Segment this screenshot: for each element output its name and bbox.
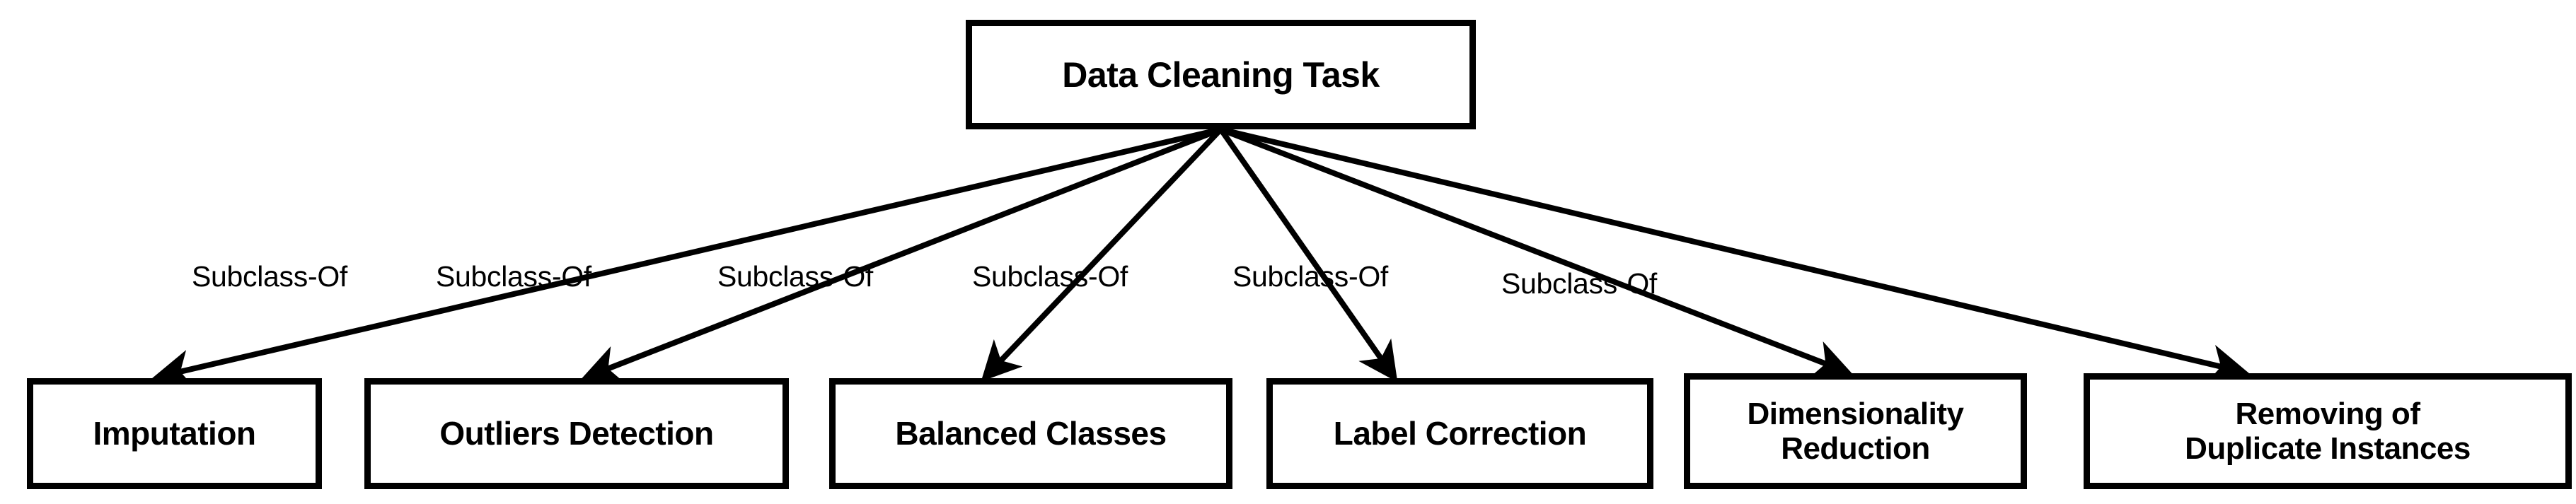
edge-label-label-correction: Subclass-Of: [972, 260, 1128, 293]
node-label-label-correction: Label Correction: [1333, 414, 1587, 452]
node-label-root: Data Cleaning Task: [1062, 54, 1380, 95]
node-label-outliers-detection: Outliers Detection: [439, 414, 714, 452]
node-label-correction[interactable]: Label Correction: [1266, 378, 1653, 489]
node-label-imputation: Imputation: [93, 414, 256, 452]
edge-data-cleaning-task-to-imputation: [151, 127, 1222, 389]
edge-data-cleaning-task-to-removing-duplicate-instances: [1220, 127, 2250, 384]
node-dimensionality-reduction[interactable]: Dimensionality Reduction: [1684, 373, 2027, 489]
node-label-balanced-classes: Balanced Classes: [895, 414, 1167, 452]
edge-data-cleaning-task-to-dimensionality-reduction: [1220, 127, 1853, 379]
edge-label-removing-duplicate-instances: Subclass-Of: [1501, 267, 1657, 300]
edge-label-outliers-detection: Subclass-Of: [436, 260, 591, 293]
node-label-dimensionality-reduction: Dimensionality Reduction: [1747, 396, 1964, 466]
edge-data-cleaning-task-to-balanced-classes: [981, 127, 1223, 382]
node-outliers-detection[interactable]: Outliers Detection: [364, 378, 789, 489]
node-label-removing-duplicate-instances: Removing of Duplicate Instances: [2185, 396, 2471, 466]
edge-lines: [151, 127, 2250, 389]
edge-label-dimensionality-reduction: Subclass-Of: [1232, 260, 1388, 293]
node-removing-duplicate-instances[interactable]: Removing of Duplicate Instances: [2084, 373, 2572, 489]
edge-data-cleaning-task-to-outliers-detection: [581, 127, 1222, 384]
node-data-cleaning-task[interactable]: Data Cleaning Task: [966, 20, 1476, 129]
edge-data-cleaning-task-to-label-correction: [1218, 127, 1398, 382]
edge-label-balanced-classes: Subclass-Of: [717, 260, 873, 293]
node-balanced-classes[interactable]: Balanced Classes: [829, 378, 1232, 489]
edge-label-imputation: Subclass-Of: [192, 260, 347, 293]
node-imputation[interactable]: Imputation: [27, 378, 322, 489]
